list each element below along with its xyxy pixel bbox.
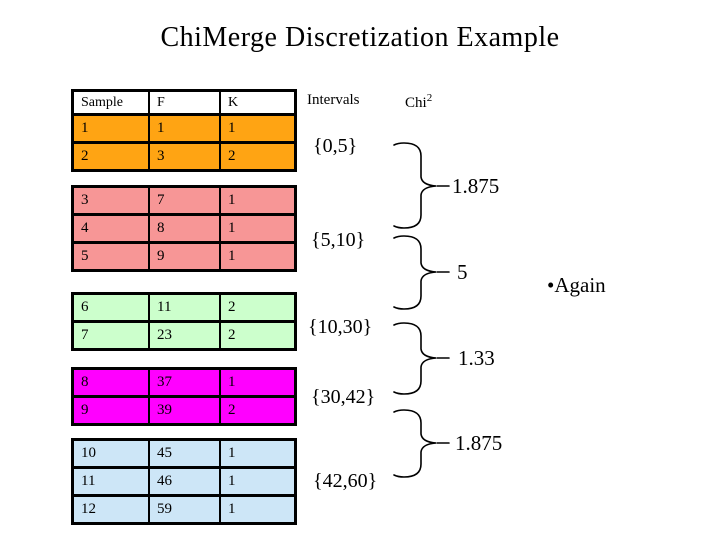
cell-k: 1 bbox=[219, 469, 294, 494]
cell-k: 1 bbox=[219, 116, 294, 141]
brace-3 bbox=[393, 322, 437, 395]
interval-label-42-60: {42,60} bbox=[313, 470, 378, 492]
cell-f: 3 bbox=[148, 144, 219, 169]
table-group-5-10: 3 7 1 4 8 1 5 9 1 bbox=[71, 185, 297, 272]
cell-k: 2 bbox=[219, 295, 294, 320]
cell-f: 59 bbox=[148, 497, 219, 522]
table-row: 8 37 1 bbox=[74, 370, 294, 395]
cell-k: 1 bbox=[219, 216, 294, 241]
table-row: 4 8 1 bbox=[74, 213, 294, 241]
cell-f: 1 bbox=[148, 116, 219, 141]
brace-1 bbox=[393, 142, 437, 229]
cell-sample: 1 bbox=[81, 120, 89, 136]
interval-label-5-10: {5,10} bbox=[311, 229, 366, 251]
cell-sample: 8 bbox=[81, 374, 89, 390]
chi-header-exponent: 2 bbox=[426, 92, 433, 104]
cell-k: 1 bbox=[219, 370, 294, 395]
table-row: 5 9 1 bbox=[74, 241, 294, 269]
cell-f: 45 bbox=[148, 441, 219, 466]
cell-sample: 12 bbox=[81, 501, 96, 517]
cell-f: 37 bbox=[148, 370, 219, 395]
table-group-30-42: 8 37 1 9 39 2 bbox=[71, 367, 297, 426]
again-note: •Again bbox=[547, 272, 606, 298]
chi-value-4: 1.875 bbox=[455, 431, 503, 455]
cell-k: 1 bbox=[219, 188, 294, 213]
table-group-0-5: Sample F K 1 1 1 2 3 2 bbox=[71, 89, 297, 172]
table-group-42-60: 10 45 1 11 46 1 12 59 1 bbox=[71, 438, 297, 525]
column-header-f: F bbox=[148, 92, 219, 113]
cell-sample: 3 bbox=[81, 192, 89, 208]
chi-value-1: 1.875 bbox=[452, 174, 500, 198]
cell-sample: 6 bbox=[81, 299, 89, 315]
again-label: Again bbox=[554, 273, 606, 297]
chi-header-text: Chi bbox=[405, 95, 427, 111]
column-header-sample: Sample bbox=[74, 92, 148, 113]
cell-f: 39 bbox=[148, 398, 219, 423]
cell-sample: 10 bbox=[81, 445, 96, 461]
cell-f: 46 bbox=[148, 469, 219, 494]
cell-sample: 7 bbox=[81, 327, 89, 343]
column-header-k: K bbox=[219, 92, 294, 113]
table-row: 10 45 1 bbox=[74, 441, 294, 466]
table-row: 12 59 1 bbox=[74, 494, 294, 522]
cell-f: 7 bbox=[148, 188, 219, 213]
chi-value-3: 1.33 bbox=[458, 346, 495, 370]
cell-k: 1 bbox=[219, 244, 294, 269]
cell-k: 1 bbox=[219, 441, 294, 466]
table-row: 3 7 1 bbox=[74, 188, 294, 213]
cell-sample: 2 bbox=[81, 148, 89, 164]
table-row: 9 39 2 bbox=[74, 395, 294, 423]
cell-f: 11 bbox=[148, 295, 219, 320]
intervals-header: Intervals bbox=[307, 92, 360, 108]
brace-4 bbox=[393, 409, 437, 478]
interval-label-30-42: {30,42} bbox=[311, 386, 376, 408]
table-row: 1 1 1 bbox=[74, 113, 294, 141]
table-group-10-30: 6 11 2 7 23 2 bbox=[71, 292, 297, 351]
chi-value-2: 5 bbox=[457, 260, 468, 284]
chi-squared-header: Chi2 bbox=[405, 92, 432, 112]
bullet-icon: • bbox=[547, 273, 555, 297]
cell-sample: 5 bbox=[81, 248, 89, 264]
cell-k: 1 bbox=[219, 497, 294, 522]
cell-sample: 4 bbox=[81, 220, 89, 236]
table-row: 11 46 1 bbox=[74, 466, 294, 494]
cell-k: 2 bbox=[219, 144, 294, 169]
slide-title: ChiMerge Discretization Example bbox=[160, 22, 560, 53]
cell-f: 23 bbox=[148, 323, 219, 348]
cell-f: 8 bbox=[148, 216, 219, 241]
brace-2 bbox=[393, 235, 437, 310]
table-header-row: Sample F K bbox=[74, 92, 294, 113]
interval-label-10-30: {10,30} bbox=[308, 316, 373, 338]
cell-sample: 9 bbox=[81, 402, 89, 418]
interval-label-0-5: {0,5} bbox=[313, 135, 358, 157]
cell-sample: 11 bbox=[81, 473, 96, 489]
cell-k: 2 bbox=[219, 398, 294, 423]
cell-f: 9 bbox=[148, 244, 219, 269]
table-row: 7 23 2 bbox=[74, 320, 294, 348]
table-row: 6 11 2 bbox=[74, 295, 294, 320]
table-row: 2 3 2 bbox=[74, 141, 294, 169]
cell-k: 2 bbox=[219, 323, 294, 348]
